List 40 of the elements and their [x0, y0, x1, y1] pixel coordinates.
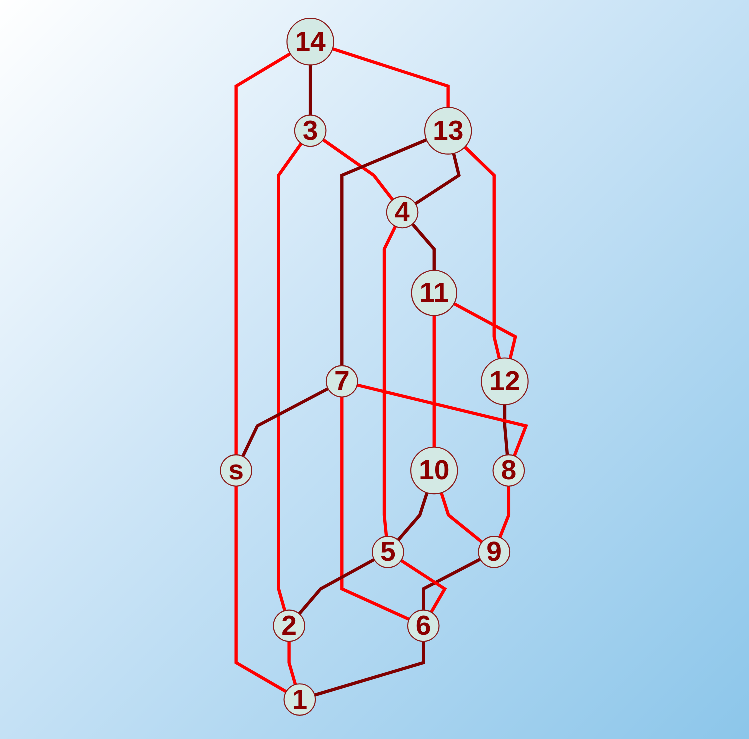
connector [234, 486, 288, 694]
connector [340, 397, 410, 621]
node-circle: 13 [424, 107, 472, 155]
connector [464, 146, 502, 360]
node-circle: 2 [273, 610, 306, 642]
connector [422, 558, 482, 610]
node-circle: 6 [407, 610, 440, 642]
connector [412, 223, 436, 271]
connector [356, 384, 528, 457]
node-circle: 8 [492, 454, 526, 487]
connector [382, 226, 398, 537]
node-circle: 14 [286, 18, 334, 66]
connector [332, 48, 450, 108]
node-circle: 9 [478, 536, 511, 568]
node-circle: 5 [372, 536, 404, 568]
node-circle: s [220, 454, 253, 487]
node-circle: 12 [481, 358, 529, 406]
connector [503, 404, 510, 456]
node-circle: 3 [294, 114, 327, 148]
node-circle: 1 [284, 684, 316, 716]
connector [340, 138, 428, 366]
node-circle: 7 [326, 365, 358, 398]
connector [277, 142, 303, 612]
connector [308, 65, 312, 116]
connector [242, 387, 330, 458]
connector [400, 559, 448, 614]
connector [397, 492, 429, 542]
node-circle: 11 [411, 270, 458, 316]
node-circle: 10 [410, 446, 458, 495]
connector [298, 558, 376, 616]
connector [432, 316, 436, 448]
connector [454, 302, 518, 360]
connector [288, 642, 298, 686]
connector [314, 642, 426, 697]
connector [414, 153, 461, 206]
connector [498, 486, 511, 538]
connector [322, 138, 394, 202]
connector [234, 52, 292, 456]
node-circle: 4 [386, 196, 419, 229]
connector [440, 492, 484, 544]
